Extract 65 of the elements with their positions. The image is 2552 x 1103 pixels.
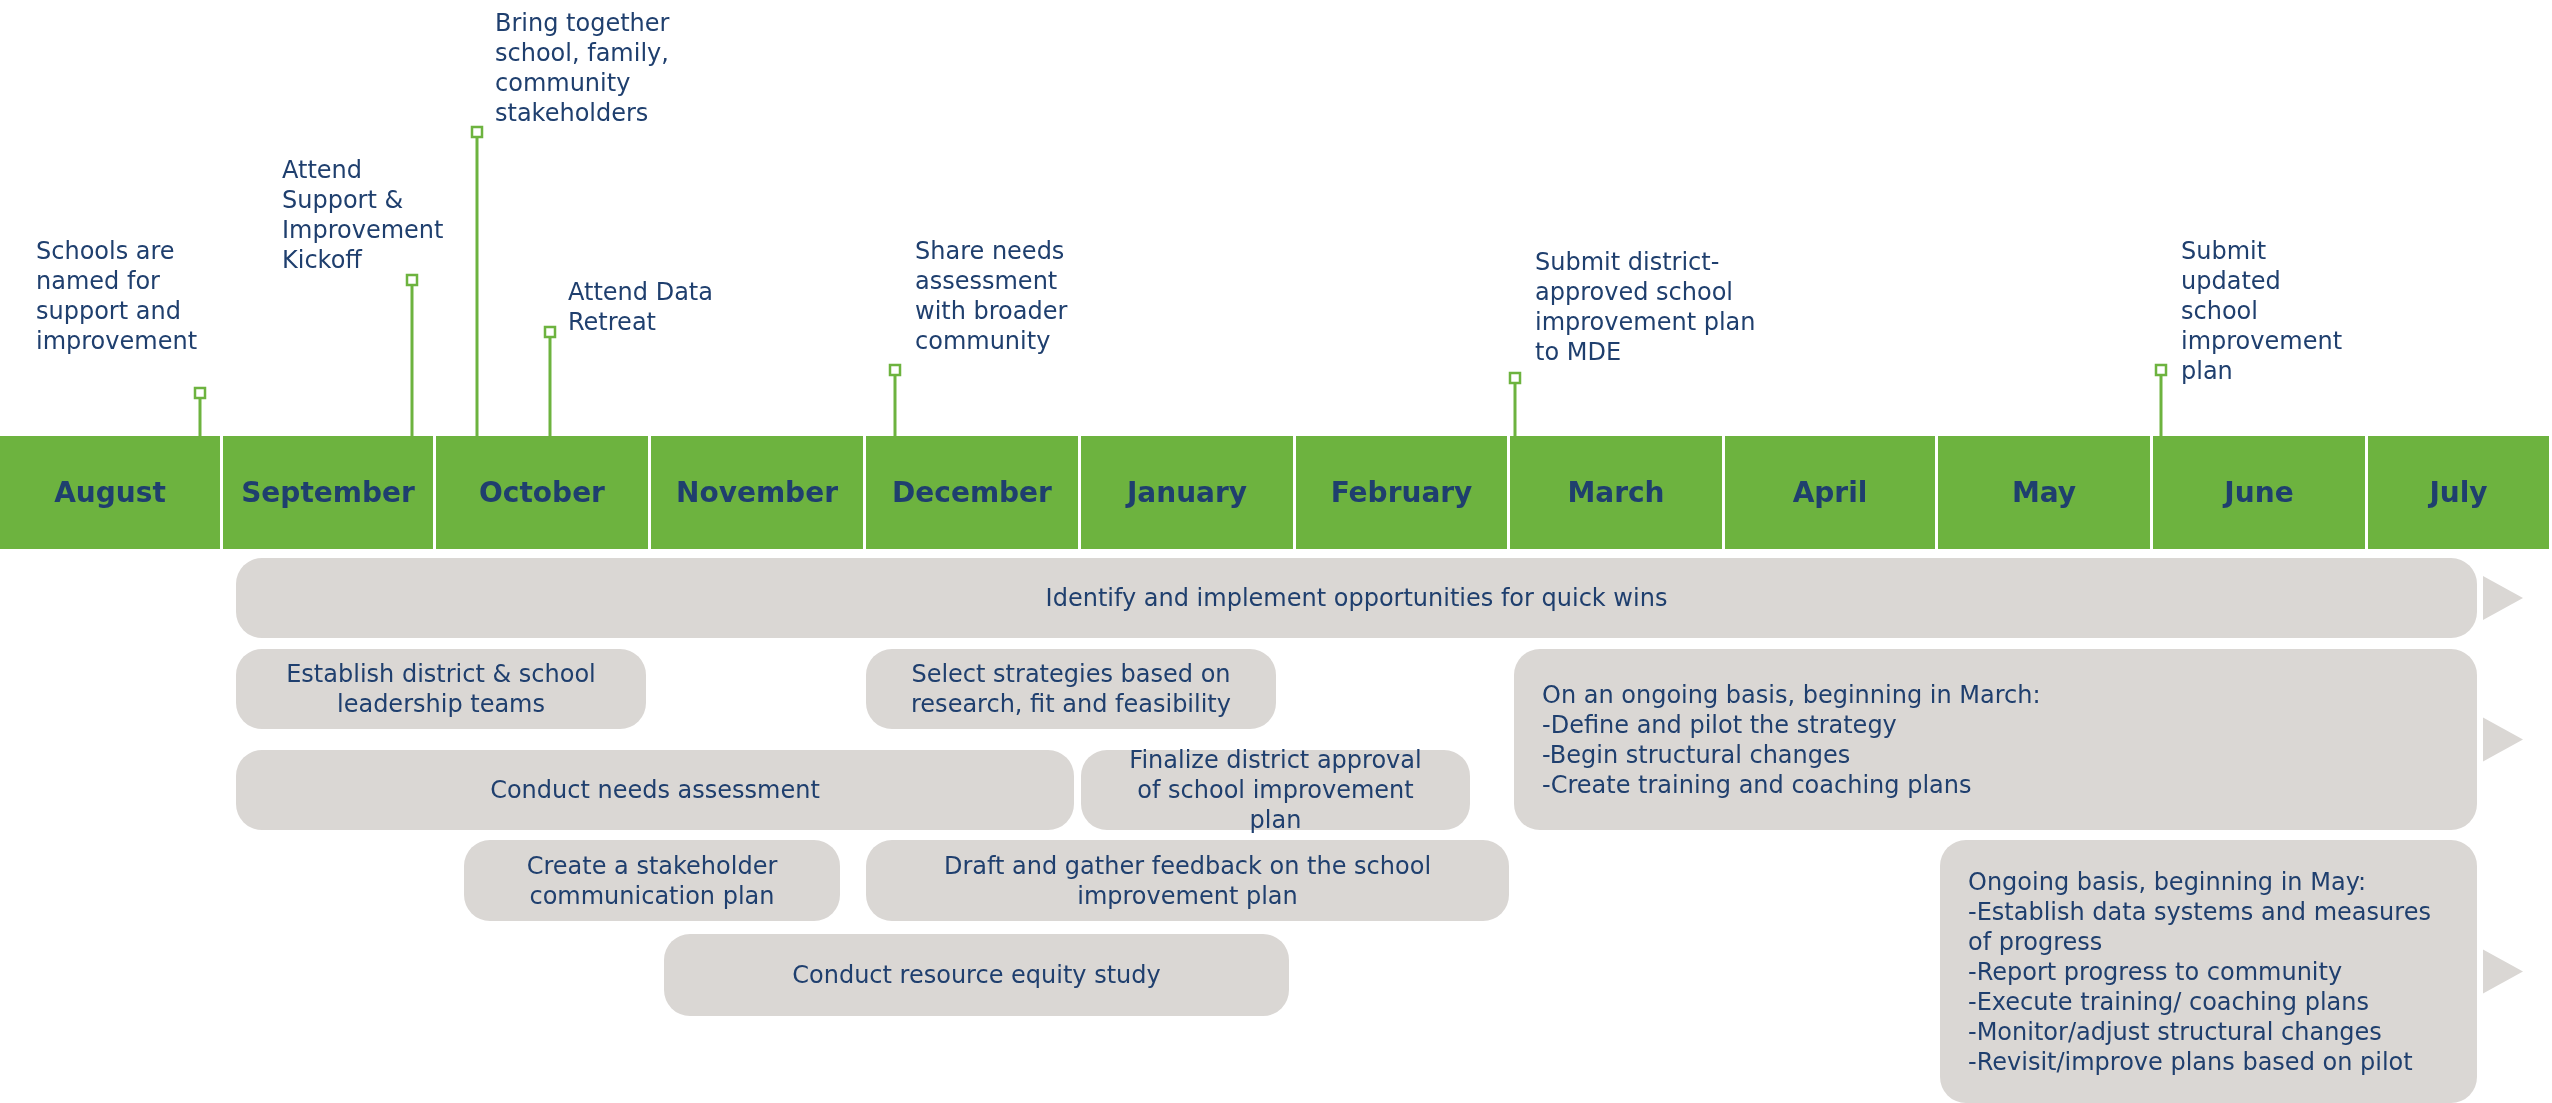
month-cell — [2153, 436, 2368, 549]
task-item: -Create training and coaching plans — [1542, 769, 1972, 800]
task-label: Select strategies based on research, fit and feasibility — [910, 659, 1232, 719]
task-bar — [664, 934, 1289, 1016]
task-heading: Ongoing basis, beginning in May: — [1968, 866, 2367, 897]
month-label: September — [241, 476, 415, 509]
milestone-text: Share needs assessment with broader community — [915, 236, 1115, 356]
task-item: -Establish data systems and measures of progress — [1968, 896, 2432, 957]
month-label: August — [54, 476, 166, 509]
milestone-text: Submit updated school improvement plan — [2181, 236, 2356, 386]
task-label: Identify and implement opportunities for quick wins — [1045, 583, 1668, 613]
month-cell — [1510, 436, 1725, 549]
task-bar — [236, 750, 1074, 830]
task-label: Create a stakeholder communication plan — [525, 850, 779, 911]
task-bar — [1514, 649, 2477, 830]
task-label: Establish district & school leadership teams — [285, 659, 597, 719]
month-label: January — [1126, 476, 1248, 509]
milestone-text: Attend Support & Improvement Kickoff — [282, 155, 447, 275]
task-item: -Monitor/adjust structural changes — [1968, 1016, 2382, 1047]
month-label: April — [1792, 476, 1868, 509]
task-label: Finalize district approval of school improvement plan — [1128, 745, 1423, 835]
task-label: Conduct needs assessment — [490, 775, 820, 805]
month-cell — [1725, 436, 1938, 549]
milestone-text: Submit district-approved school improvement plan to MDE — [1535, 247, 1760, 367]
month-cell — [1938, 436, 2153, 549]
leader-line — [888, 363, 902, 436]
task-item: -Begin structural changes — [1542, 739, 1851, 770]
task-bar — [236, 558, 2477, 638]
month-cell — [223, 436, 436, 549]
month-label: November — [676, 476, 838, 509]
task-label: Conduct resource equity study — [792, 960, 1161, 990]
task-item: -Report progress to community — [1968, 956, 2343, 987]
leader-line — [2154, 363, 2168, 436]
month-label: March — [1567, 476, 1665, 509]
task-item: -Revisit/improve plans based on pilot — [1968, 1046, 2413, 1077]
task-heading: On an ongoing basis, beginning in March: — [1542, 679, 2041, 710]
leader-line — [1508, 371, 1522, 436]
leader-line — [405, 273, 419, 436]
month-cell — [1296, 436, 1510, 549]
milestone-text: Bring together school, family, community stakeholders — [495, 8, 695, 128]
task-bar — [866, 840, 1509, 921]
milestone-text: Attend Data Retreat — [568, 277, 748, 337]
leader-line — [470, 125, 484, 436]
month-label: May — [2011, 476, 2077, 509]
month-cell — [2368, 436, 2552, 549]
month-label: October — [479, 476, 605, 509]
month-cell — [0, 436, 223, 549]
month-cell — [436, 436, 651, 549]
task-bar — [464, 840, 840, 921]
month-cell — [1081, 436, 1296, 549]
task-item: -Execute training/ coaching plans — [1968, 986, 2369, 1017]
task-item: -Define and pilot the strategy — [1542, 709, 1897, 740]
task-label: Draft and gather feedback on the school improvement plan — [942, 850, 1433, 911]
task-bar — [236, 649, 646, 729]
month-label: December — [892, 476, 1052, 509]
month-label: February — [1330, 476, 1473, 509]
milestone-text: Schools are named for support and improvement — [36, 236, 226, 356]
month-cell — [866, 436, 1081, 549]
leader-line — [193, 386, 207, 436]
task-bar — [1940, 840, 2477, 1103]
month-label: June — [2224, 476, 2294, 509]
leader-line — [543, 325, 557, 436]
month-label: July — [2429, 476, 2488, 509]
task-bar — [866, 649, 1276, 729]
month-cell — [651, 436, 866, 549]
